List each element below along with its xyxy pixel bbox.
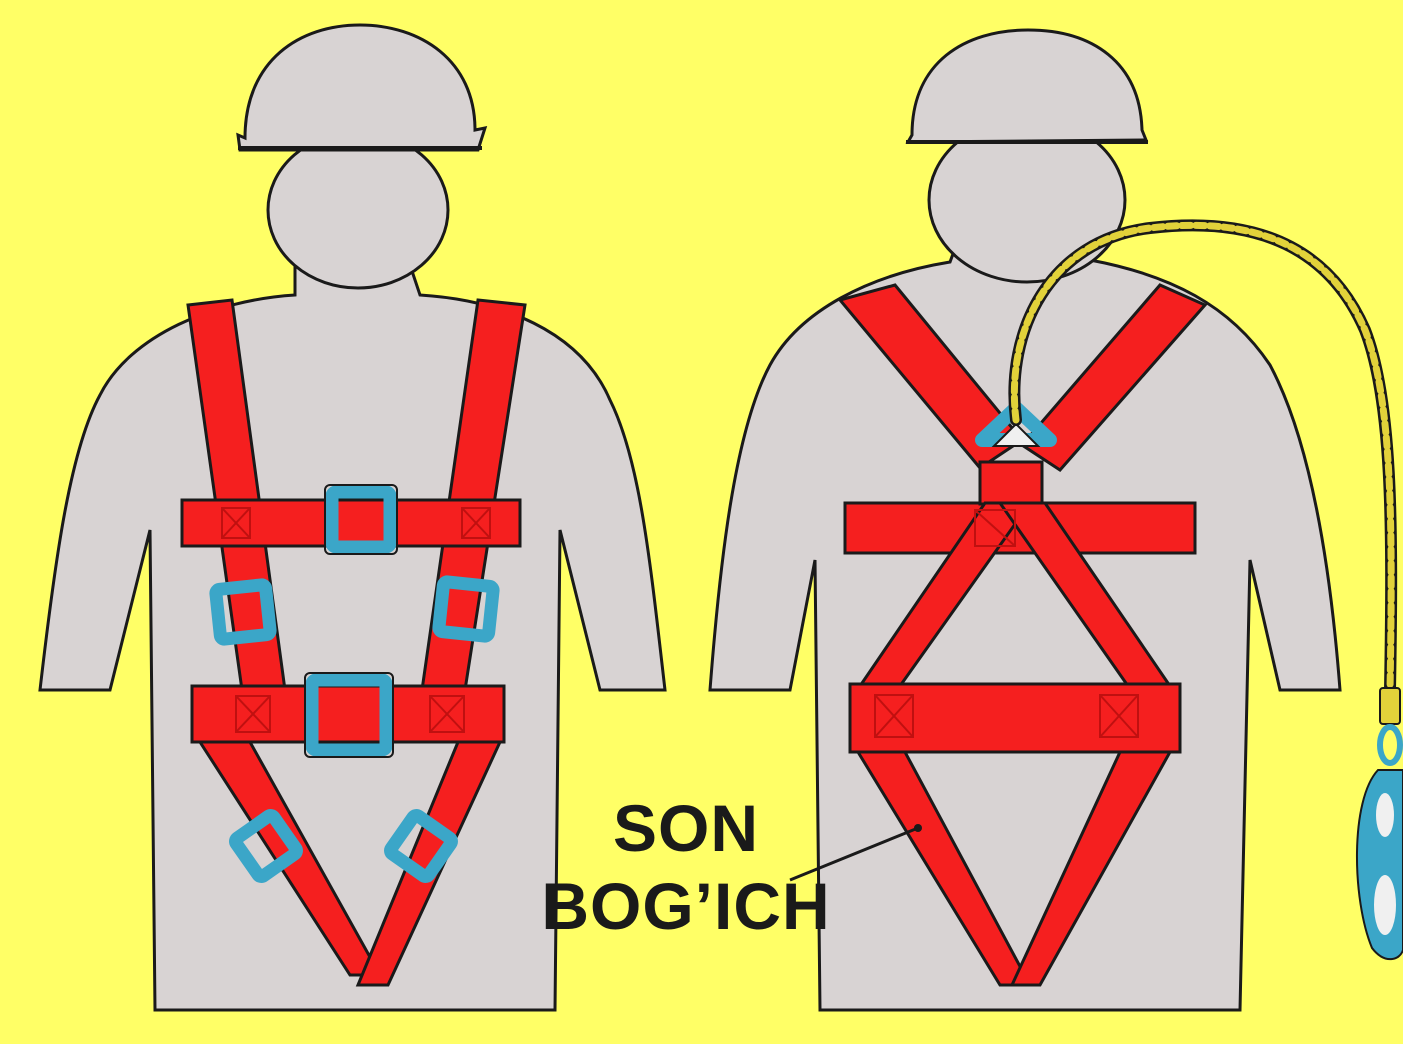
back-helmet <box>908 30 1146 142</box>
snap-hook <box>1357 727 1403 959</box>
front-chest-strap <box>182 500 520 546</box>
front-helmet <box>238 25 485 150</box>
label-line-1: SON <box>536 795 836 861</box>
front-waist-belt <box>192 686 504 742</box>
son-bogich-label: SON BOG’ICH <box>536 795 836 955</box>
front-head <box>268 132 448 288</box>
label-line-2: BOG’ICH <box>536 873 836 939</box>
